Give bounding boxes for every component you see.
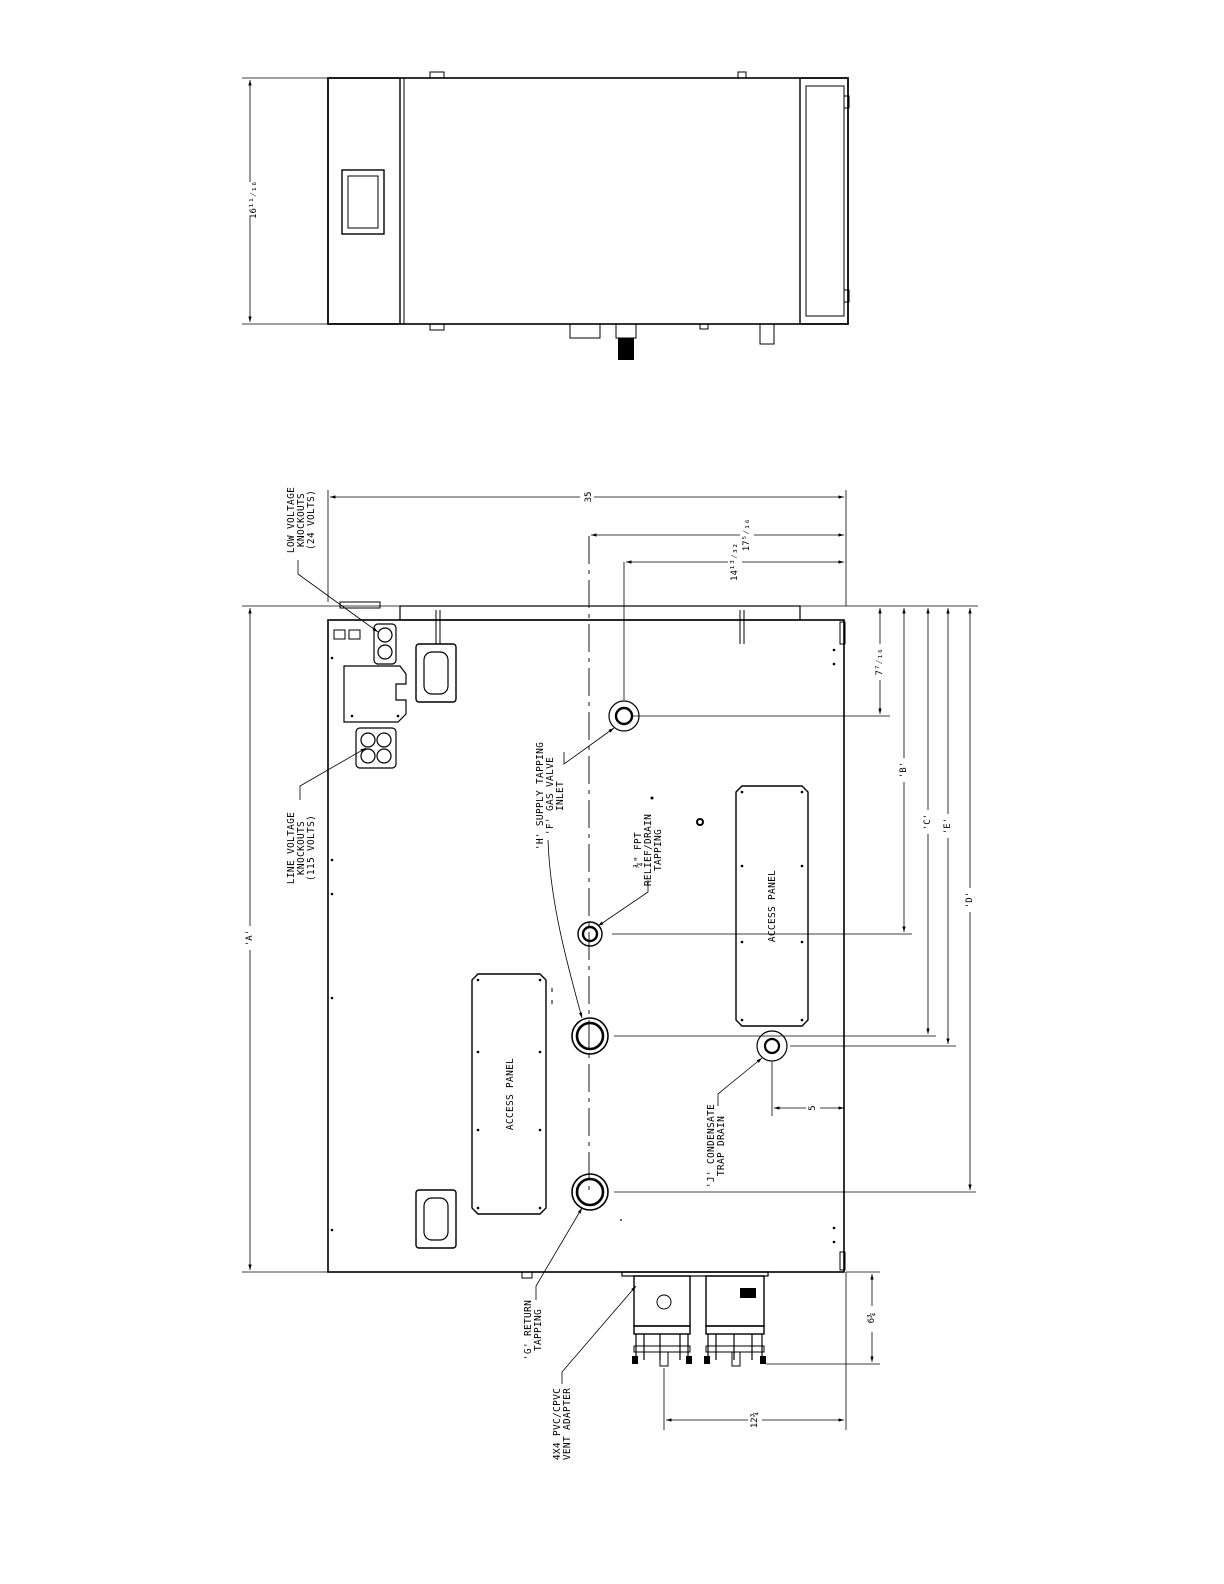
condensate-trap-drain [757, 1031, 787, 1061]
top-handle [416, 644, 456, 702]
line-voltage-knockouts [356, 728, 396, 768]
return-tapping [572, 1174, 608, 1210]
dim-C: 'C' [923, 814, 933, 830]
supply-gas-line-3: INLET [555, 781, 566, 811]
dim-B: 'B' [899, 762, 909, 778]
vent-label: 4X4 PVC/CPVC VENT ADAPTER [552, 1388, 573, 1460]
low-voltage-knockouts [374, 624, 396, 664]
low-voltage-label: LOW VOLTAGE KNOCKOUTS (24 VOLTS) [286, 487, 317, 553]
top-view-cabinet [328, 78, 848, 324]
dim-vent-depth: 6¾ [867, 1313, 877, 1324]
dim-supply-offset: 17⁵⁄₁₆ [742, 519, 752, 552]
low-voltage-line-3: (24 VOLTS) [306, 490, 317, 550]
supply-tapping [572, 1018, 608, 1054]
dim-overall-width: 35 [584, 492, 594, 503]
dim-gas-offset: 14¹³⁄₃₂ [730, 543, 740, 581]
condensate-label: 'J' CONDENSATE TRAP DRAIN [706, 1104, 727, 1188]
dim-top-offset: 7⁷⁄₁₆ [875, 648, 885, 675]
top-view-height-dim: 16¹¹⁄₁₆ [249, 181, 259, 219]
vent-adapter [622, 1272, 768, 1366]
side-view: ACCESS PANEL ACCESS PANEL [242, 486, 978, 1460]
relief-line-3: TAPPING [653, 829, 664, 871]
return-line-2: TAPPING [533, 1309, 544, 1351]
relief-label: ¾" FPT RELIEF/DRAIN TAPPING [633, 814, 664, 886]
return-label: 'G' RETURN TAPPING [523, 1300, 544, 1360]
vent-line-2: VENT ADAPTER [562, 1388, 573, 1460]
top-view: 16¹¹⁄₁₆ [236, 72, 849, 360]
dim-E: 'E' [943, 818, 953, 834]
supply-gas-label: 'H' SUPPLY TAPPING 'F' GAS VALVE INLET [535, 742, 566, 850]
dim-vent-offset: 12¾ [750, 1412, 760, 1428]
access-panel-upper-label: ACCESS PANEL [767, 870, 778, 942]
dim-D: 'D' [965, 892, 975, 908]
line-voltage-label: LINE VOLTAGE KNOCKOUTS (115 VOLTS) [286, 812, 317, 884]
dim-A: 'A' [245, 930, 255, 946]
dim-drain-offset: 5 [808, 1105, 818, 1110]
access-panel-lower-label: ACCESS PANEL [505, 1058, 516, 1130]
bottom-handle [416, 1190, 456, 1248]
condensate-line-2: TRAP DRAIN [716, 1116, 727, 1176]
line-voltage-line-3: (115 VOLTS) [306, 815, 317, 881]
